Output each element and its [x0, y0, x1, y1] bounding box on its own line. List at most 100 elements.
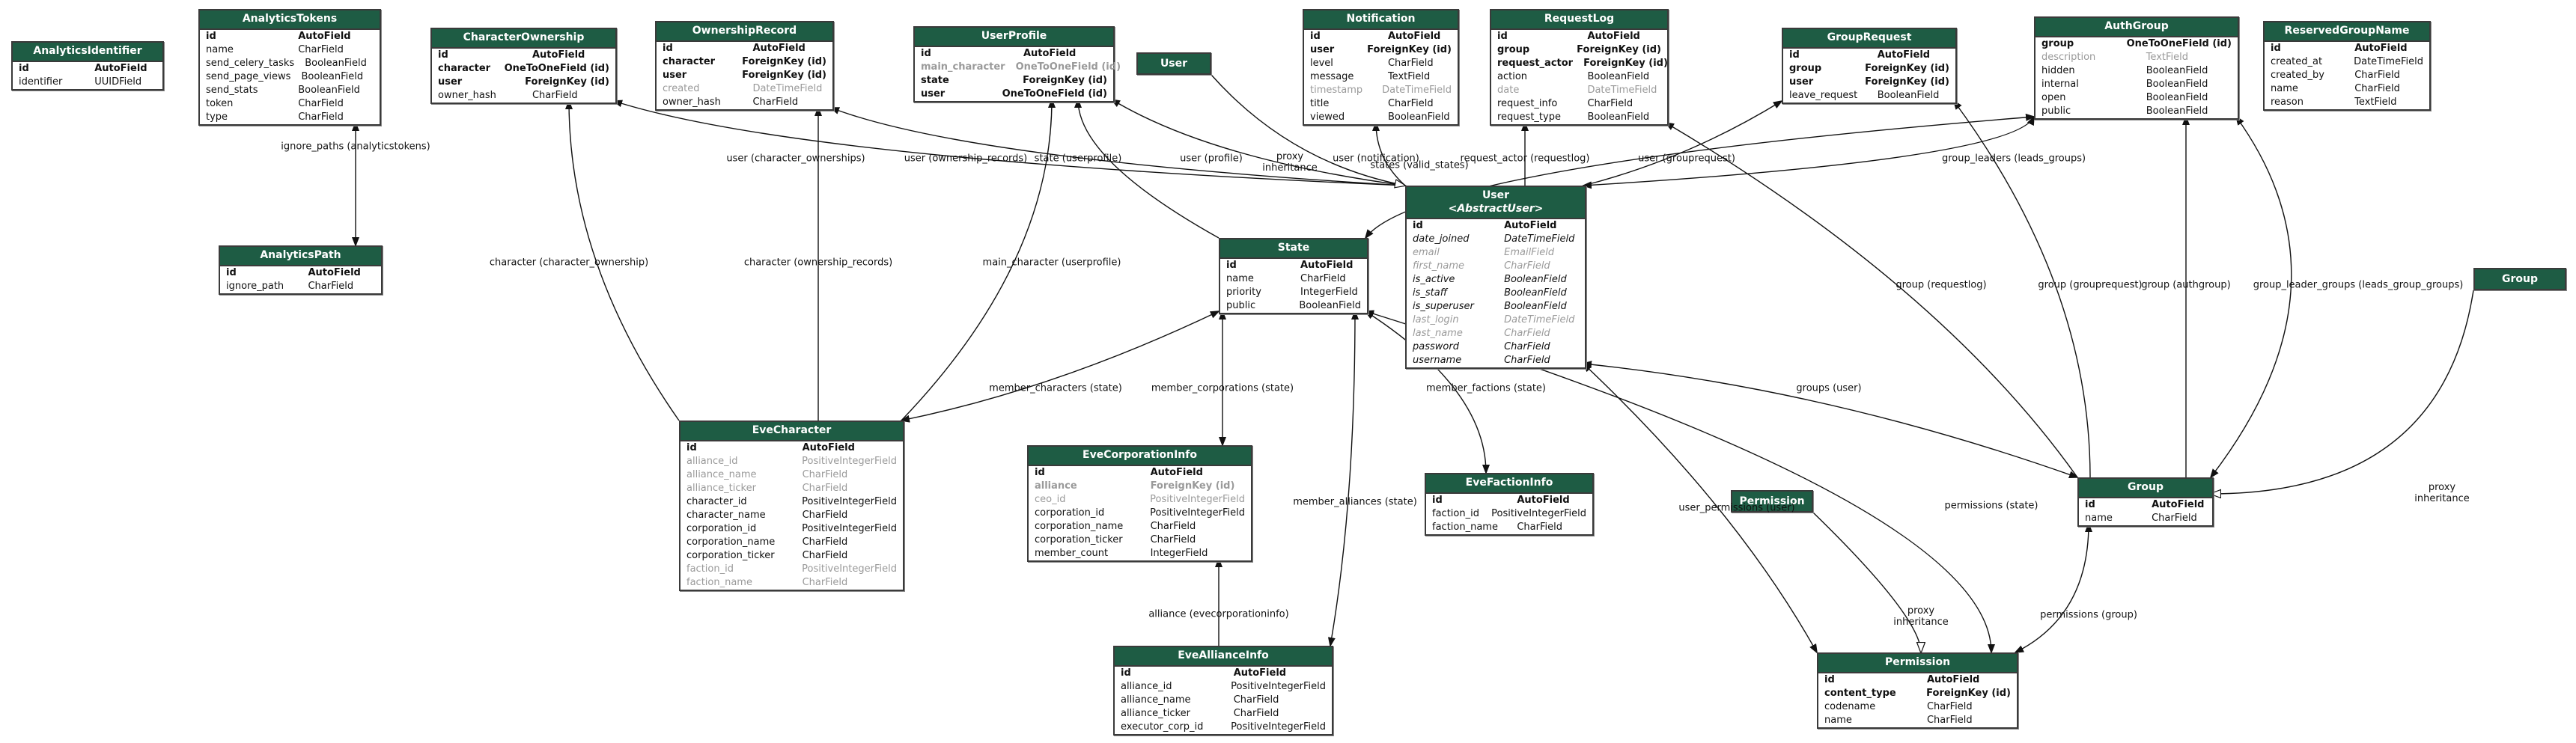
- field-type: AutoField: [752, 42, 806, 54]
- field-name: id: [1413, 220, 1423, 231]
- table-title: AuthGroup: [2035, 18, 2238, 37]
- field-row: user ForeignKey (id): [432, 76, 615, 89]
- field-name: internal: [2041, 78, 2079, 90]
- field-type: AutoField: [1517, 494, 1570, 506]
- field-name: date: [1497, 84, 1520, 96]
- table-title: OwnershipRecord: [657, 22, 832, 42]
- table-title: User<AbstractUser>: [1407, 187, 1585, 219]
- field-type: IntegerField: [1300, 286, 1358, 298]
- field-type: CharField: [1504, 355, 1550, 366]
- edge-label: alliance (evecorporationinfo): [1148, 608, 1289, 620]
- field-name: alliance: [1035, 480, 1077, 492]
- field-name: id: [2085, 498, 2095, 510]
- table-title-text: ReservedGroupName: [2284, 25, 2410, 37]
- field-type: ForeignKey (id): [1577, 43, 1661, 55]
- field-name: character_name: [686, 509, 766, 521]
- field-name: corporation_ticker: [686, 549, 775, 561]
- field-name: level: [1310, 57, 1333, 69]
- field-type: BooleanField: [2146, 64, 2208, 76]
- field-name: owner_hash: [438, 89, 496, 101]
- edge-label: permissions (state): [1944, 500, 2038, 512]
- field-type: CharField: [1150, 533, 1196, 545]
- field-name: identifier: [19, 76, 63, 88]
- field-type: CharField: [532, 89, 578, 101]
- field-name: created: [663, 82, 700, 94]
- field-name: email: [1413, 247, 1440, 258]
- field-type: PositiveIntegerField: [802, 455, 897, 467]
- field-type: ForeignKey (id): [1150, 480, 1235, 492]
- relationship-edge: [565, 100, 680, 421]
- field-type: CharField: [1504, 341, 1550, 352]
- field-name: send_stats: [206, 84, 258, 96]
- field-type: AutoField: [94, 62, 147, 74]
- table-title-text: UserProfile: [981, 30, 1047, 42]
- field-type: EmailField: [1504, 247, 1555, 258]
- field-name: timestamp: [1310, 84, 1363, 96]
- field-type: OneToOneField (id): [2126, 37, 2232, 49]
- field-type: PositiveIntegerField: [802, 495, 897, 507]
- field-type: DateTimeField: [1504, 233, 1575, 245]
- field-type: ForeignKey (id): [1865, 76, 1949, 88]
- field-type: BooleanField: [1387, 111, 1450, 123]
- table-title: Notification: [1304, 10, 1458, 30]
- field-type: ForeignKey (id): [1926, 687, 2011, 699]
- field-name: date_joined: [1413, 233, 1470, 245]
- table-title-text: RequestLog: [1544, 13, 1615, 25]
- field-type: DateTimeField: [1382, 84, 1452, 96]
- proxy-model-user_proxy: User: [1136, 52, 1211, 75]
- field-type: BooleanField: [1587, 70, 1650, 82]
- field-type: CharField: [1504, 328, 1550, 339]
- field-type: AutoField: [1233, 667, 1287, 679]
- field-type: ForeignKey (id): [525, 76, 609, 88]
- field-type: ForeignKey (id): [742, 55, 826, 67]
- field-name: request_actor: [1497, 57, 1574, 69]
- field-type: PositiveIntegerField: [1231, 680, 1326, 692]
- relationship-edge: [1074, 98, 1220, 239]
- field-type: TextField: [1387, 70, 1431, 82]
- field-type: AutoField: [1877, 49, 1931, 61]
- field-type: AutoField: [1150, 466, 1203, 478]
- field-name: user: [438, 76, 463, 88]
- field-name: corporation_ticker: [1035, 533, 1123, 545]
- field-name: name: [206, 43, 234, 55]
- field-name: open: [2041, 91, 2066, 103]
- table-title: CharacterOwnership: [432, 29, 615, 49]
- edge-label: group_leaders (leads_groups): [1941, 153, 2086, 165]
- field-name: member_count: [1035, 547, 1109, 559]
- field-name: group: [1497, 43, 1530, 55]
- field-name: alliance_ticker: [686, 482, 756, 494]
- field-name: id: [1035, 466, 1045, 478]
- field-name: last_name: [1413, 328, 1463, 339]
- relationship-edge: [1327, 310, 1359, 647]
